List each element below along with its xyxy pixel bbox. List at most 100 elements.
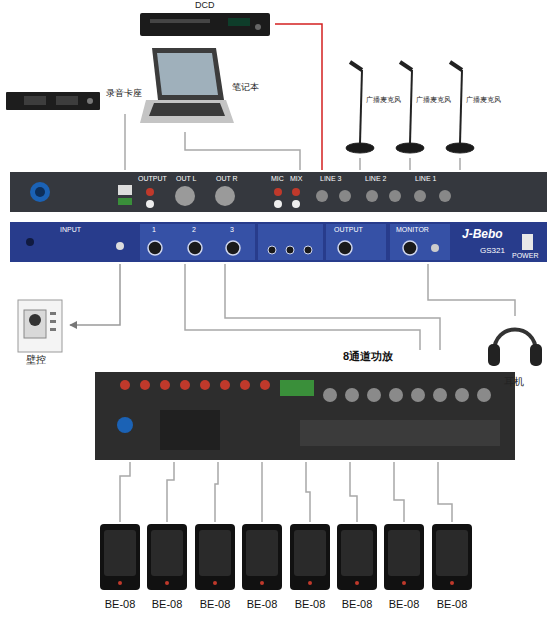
audio-cable: [359, 158, 361, 170]
wall-speaker-part: [260, 581, 264, 585]
mixer-back-panel-part: [215, 186, 235, 206]
dvd-player-node: DCD: [140, 0, 275, 38]
wall-speaker-part: [100, 524, 140, 590]
wall-control-plate-part: [50, 328, 56, 331]
dvd-player-part: [150, 19, 210, 23]
audio-cable: [167, 462, 174, 522]
wall-speaker-part: [308, 581, 312, 585]
amplifier-rear-panel-part: [411, 388, 425, 402]
panel-label: LINE 3: [320, 175, 341, 183]
wall-speaker-part: [436, 530, 468, 576]
device-label: 广播麦克风: [366, 96, 401, 104]
mixer-front-panel-part: [226, 241, 240, 255]
audio-cable: [428, 264, 515, 316]
speaker-node: BE-08: [430, 522, 474, 614]
mixer-back-panel-part: [274, 188, 282, 196]
amplifier-rear-panel-part: [117, 417, 133, 433]
gooseneck-microphone-part: [460, 70, 462, 143]
mixer-back-panel-part: [175, 186, 195, 206]
cassette-deck-node: 录音卡座: [4, 84, 150, 114]
audio-cable: [350, 462, 357, 522]
device-label: BE-08: [295, 598, 326, 611]
gooseneck-microphone-part: [350, 62, 362, 70]
wall-control-plate-part: [50, 320, 56, 323]
mixer-back-panel-part: [389, 190, 401, 202]
wall-speaker-part: [165, 581, 169, 585]
audio-cable: [70, 264, 120, 325]
wall-speaker-part: [246, 530, 278, 576]
mixer-back-panel-part: [274, 200, 282, 208]
gooseneck-microphone-part: [450, 62, 462, 70]
panel-label: 1: [152, 226, 156, 234]
amplifier-rear-panel-part: [323, 388, 337, 402]
laptop-part: [149, 103, 225, 116]
amplifier-rear-panel-part: [160, 380, 170, 390]
wall-speaker-part: [432, 524, 472, 590]
device-label: BE-08: [200, 598, 231, 611]
device-label: BE-08: [342, 598, 373, 611]
speaker-node: BE-08: [335, 522, 379, 614]
headphones-part: [530, 344, 542, 366]
wall-control-plate-part: [18, 300, 62, 352]
panel-label: 2: [192, 226, 196, 234]
dvd-player-part: [255, 24, 261, 30]
gooseneck-microphone-part: [400, 62, 412, 70]
cassette-deck-part: [6, 92, 100, 110]
mixer-back-panel-part: [414, 190, 426, 202]
microphone-node: 广播麦克风: [396, 58, 454, 158]
cassette-deck-part: [24, 96, 46, 105]
wall-control-node: 壁控: [14, 296, 70, 372]
device-label: BE-08: [247, 598, 278, 611]
amplifier-rear-panel-part: [120, 380, 130, 390]
mixer-front-panel-part: [390, 224, 450, 260]
device-label: 广播麦克风: [416, 96, 451, 104]
audio-cable: [185, 264, 420, 350]
wall-speaker-part: [213, 581, 217, 585]
mixer-front-panel-part: [10, 222, 547, 262]
audio-cable: [438, 462, 452, 522]
device-label: BE-08: [152, 598, 183, 611]
wall-speaker-part: [337, 524, 377, 590]
amplifier-rear-panel-part: [95, 372, 515, 460]
dvd-player-part: [228, 18, 250, 26]
audio-cable: [459, 158, 461, 170]
amplifier-rear-panel-part: [280, 380, 314, 396]
mixer-back-panel: [10, 172, 547, 212]
gooseneck-microphone-part: [360, 70, 362, 143]
amplifier-rear-panel-part: [260, 380, 270, 390]
device-label: GS321: [480, 246, 505, 255]
mixer-front-panel-part: [304, 246, 312, 254]
amplifier-node: 8通道功放: [95, 350, 515, 462]
dvd-player-part: [140, 13, 270, 36]
panel-label: MIC: [271, 175, 284, 183]
amplifier-rear-panel: [95, 372, 515, 460]
speaker-node: BE-08: [145, 522, 189, 614]
wall-speaker-part: [450, 581, 454, 585]
speaker-node: BE-08: [98, 522, 142, 614]
amplifier-rear-panel-part: [180, 380, 190, 390]
wall-control-plate-part: [50, 312, 56, 315]
audio-cable: [185, 132, 300, 170]
gooseneck-microphone-part: [410, 70, 412, 143]
wall-speaker-part: [195, 524, 235, 590]
gooseneck-microphone-part: [396, 143, 424, 153]
audio-cable: [124, 114, 126, 170]
device-label: J-Bebo: [462, 228, 503, 242]
mixer-front-panel: [10, 222, 547, 262]
amplifier-rear-panel-part: [220, 380, 230, 390]
amplifier-rear-panel-part: [140, 380, 150, 390]
mixer-front-panel-part: [431, 244, 439, 252]
speaker-node: BE-08: [193, 522, 237, 614]
audio-cable: [225, 264, 440, 350]
mixer-back-panel-part: [118, 198, 132, 205]
headphones-part: [494, 330, 536, 353]
mixer-front-panel-part: [26, 238, 34, 246]
device-label: 广播麦克风: [466, 96, 501, 104]
mixer-front-panel-part: [338, 241, 352, 255]
panel-label: POWER: [512, 252, 538, 260]
mixer-back-panel-part: [439, 190, 451, 202]
mixer-back-panel-part: [292, 188, 300, 196]
mixer-front-panel-part: [326, 224, 386, 260]
